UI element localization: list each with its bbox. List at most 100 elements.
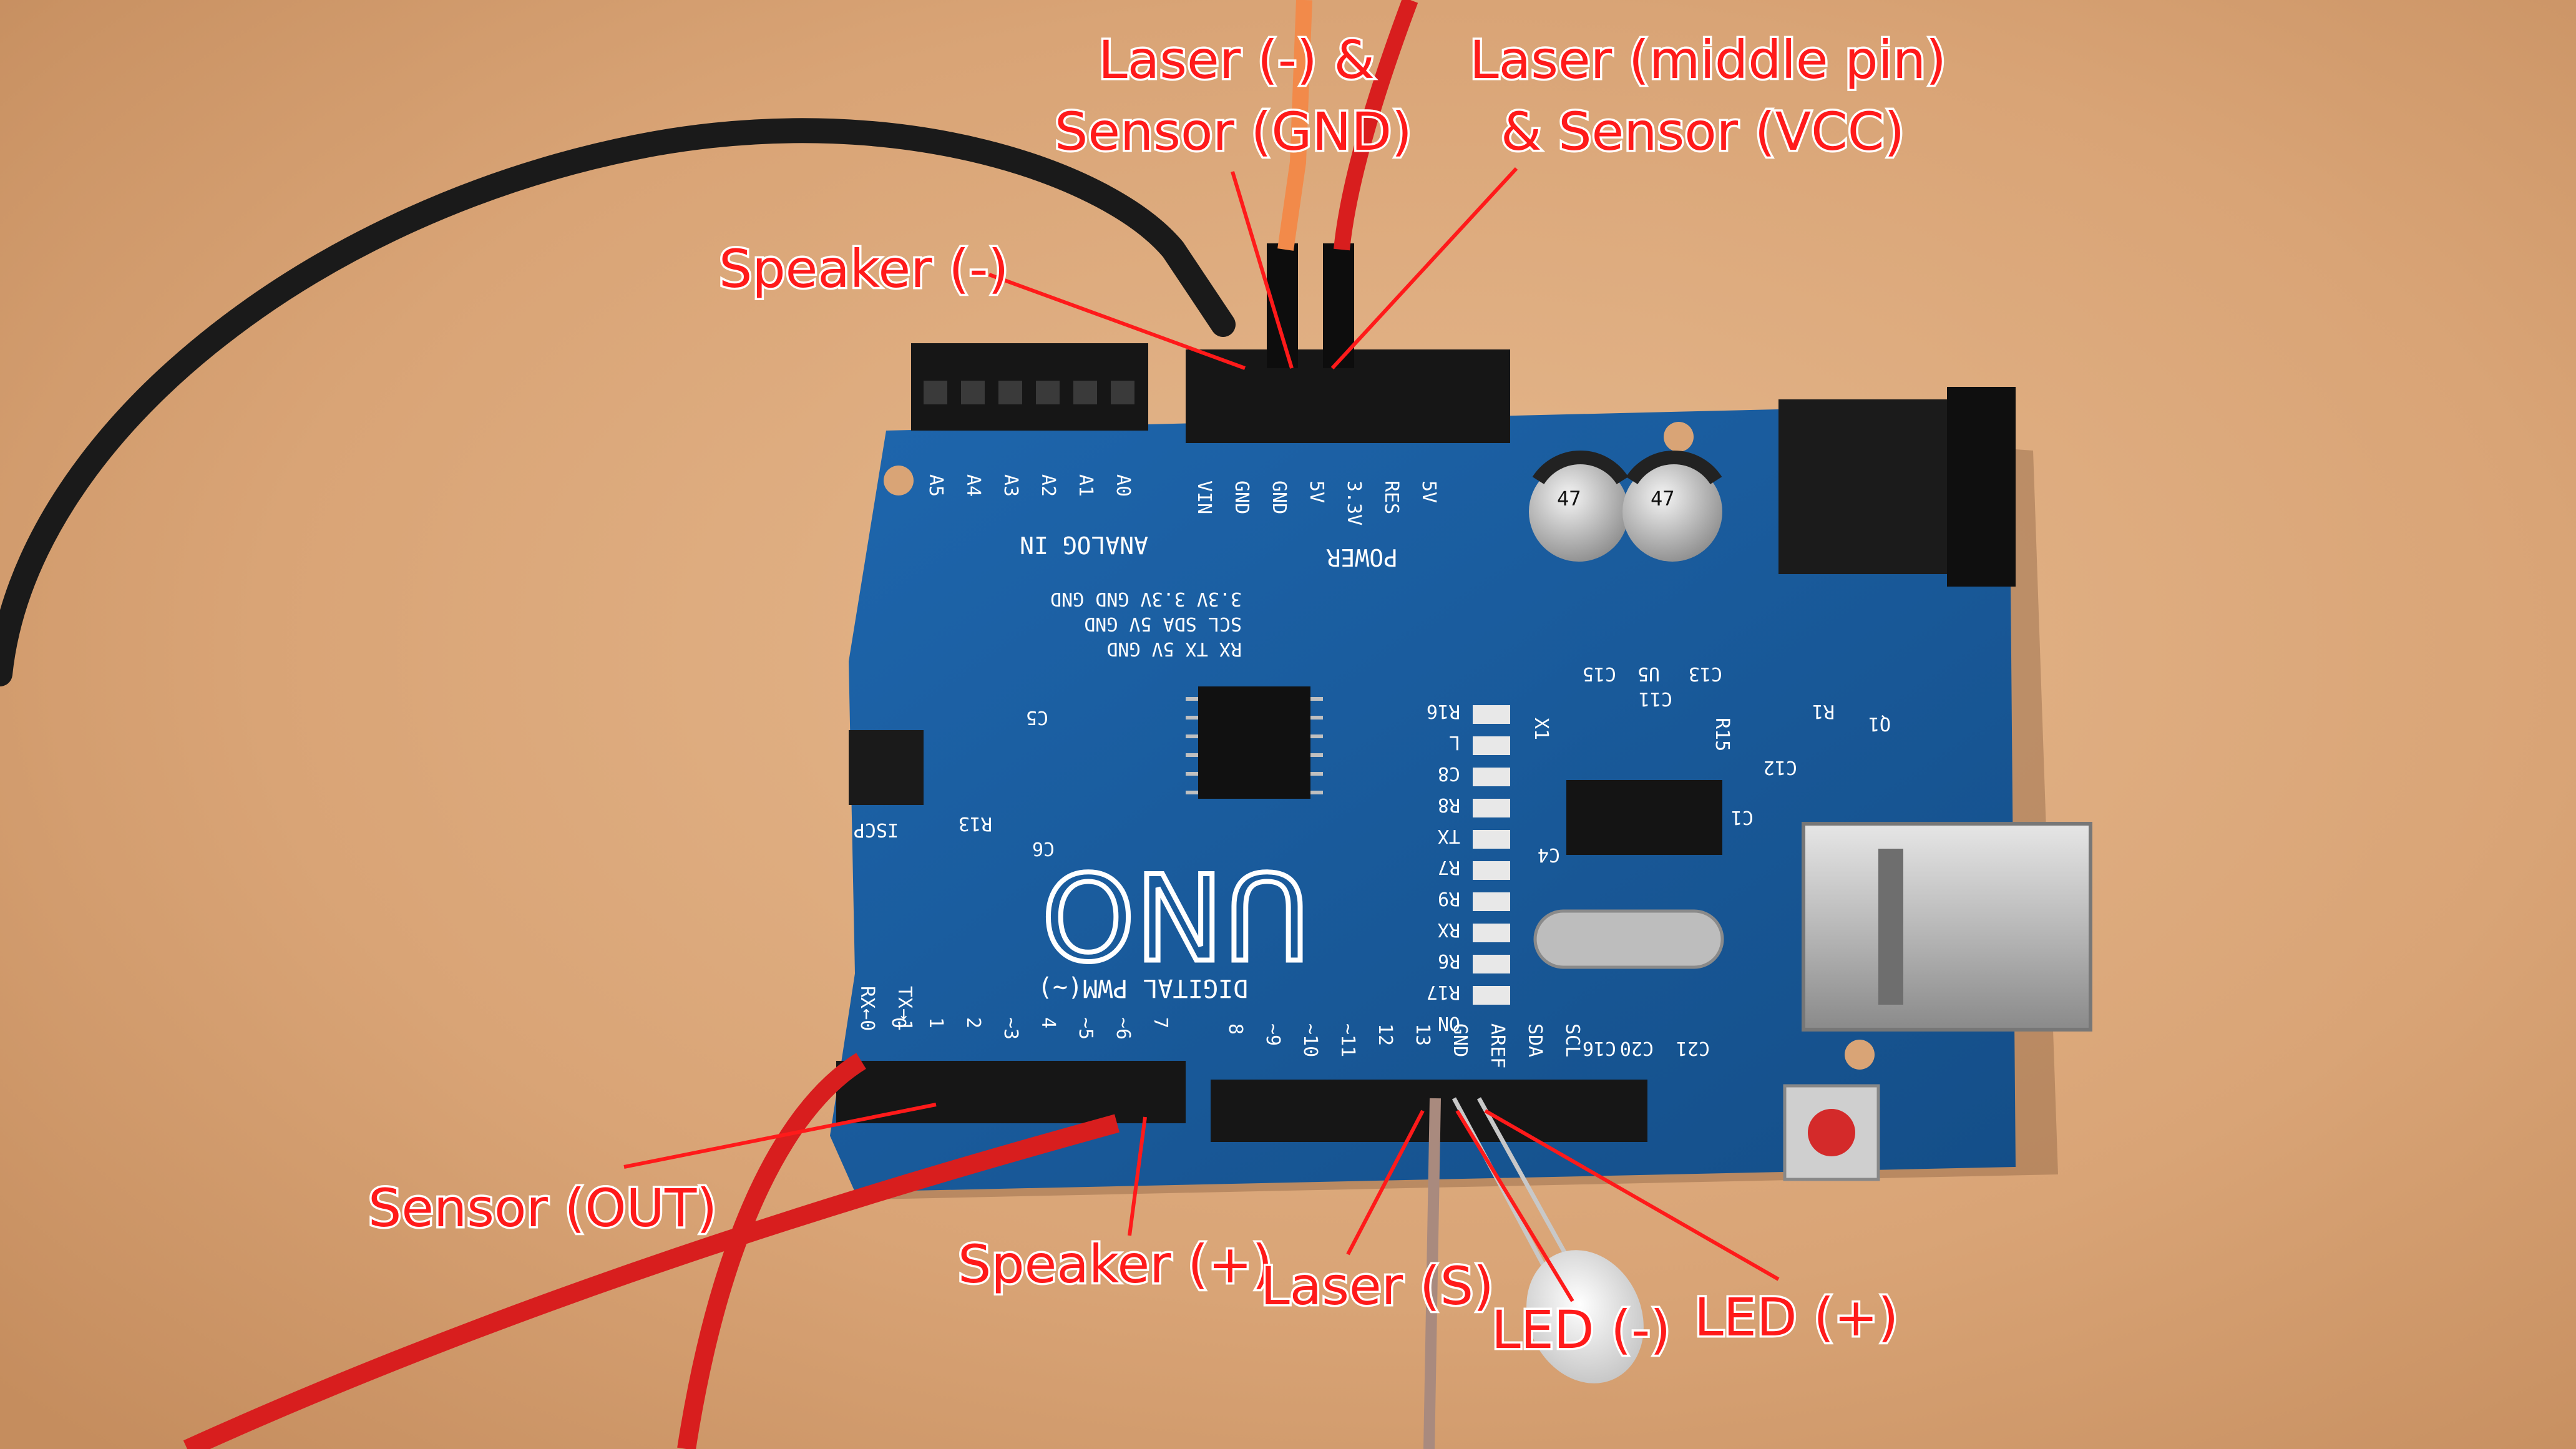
svg-text:A2: A2 <box>1037 474 1059 497</box>
dc-jack-front <box>1947 387 2016 587</box>
svg-text:R1: R1 <box>1812 700 1835 722</box>
svg-text:12: 12 <box>1374 1023 1396 1046</box>
led-side-labels: R16 L C8 R8 TX R7 R9 RX R6 R17 ON <box>1427 700 1460 1034</box>
svg-text:8: 8 <box>1224 1023 1246 1035</box>
callout-laser-middle-sensor-vcc-line1: Laser (middle pin) <box>1470 29 1946 90</box>
board-name-label: UNO <box>1042 846 1310 983</box>
svg-text:A3: A3 <box>1000 474 1022 497</box>
svg-text:L: L <box>1449 731 1460 753</box>
mounting-hole <box>1664 422 1694 452</box>
callout-laser-s: Laser (S) <box>1261 1256 1494 1317</box>
svg-text:~11: ~11 <box>1337 1023 1359 1057</box>
capacitor-marking: 47 <box>1557 487 1581 510</box>
svg-text:SDA: SDA <box>1524 1023 1546 1057</box>
power-header-label: POWER <box>1326 544 1398 571</box>
annotation-leader-lines <box>623 167 1780 1302</box>
digital-pin-labels-low: 0 1 2 ~3 4 ~5 ~6 7 <box>887 1017 1171 1040</box>
svg-text:13: 13 <box>1412 1023 1433 1046</box>
microcontroller-chip <box>1198 686 1310 799</box>
svg-text:GND: GND <box>1449 1023 1471 1057</box>
svg-text:0: 0 <box>887 1017 909 1028</box>
status-leds <box>1473 705 1510 1005</box>
svg-text:~3: ~3 <box>1000 1017 1022 1040</box>
svg-text:~9: ~9 <box>1262 1023 1284 1046</box>
svg-text:1: 1 <box>925 1017 947 1028</box>
orange-wire <box>1277 0 1312 251</box>
bottom-component-labels: C16 C20 C21 <box>1583 1037 1710 1059</box>
power-pin-labels: VIN GND GND 5V 3.3V RES 5V <box>1193 481 1440 525</box>
header-row-label: 3.3V 3.3V GND GND <box>1050 588 1242 610</box>
svg-text:C21: C21 <box>1676 1037 1710 1059</box>
svg-text:A1: A1 <box>1075 474 1096 497</box>
svg-text:U5: U5 <box>1637 663 1660 685</box>
svg-text:R13: R13 <box>959 812 992 834</box>
svg-text:C1: C1 <box>1731 806 1754 828</box>
mounting-hole <box>884 466 914 495</box>
svg-text:R9: R9 <box>1438 887 1460 909</box>
brown-wire-laser-s <box>1423 1098 1441 1449</box>
svg-text:5V: 5V <box>1305 481 1327 503</box>
callout-laser-minus-sensor-gnd-line1: Laser (-) & <box>1098 29 1375 90</box>
svg-text:A4: A4 <box>962 474 984 497</box>
svg-text:~5: ~5 <box>1075 1017 1096 1040</box>
callout-laser-minus-sensor-gnd-line2: Sensor (GND) <box>1055 101 1412 162</box>
callout-led-plus: LED (+) <box>1694 1287 1898 1348</box>
svg-text:AREF: AREF <box>1486 1023 1508 1068</box>
mounting-hole <box>1845 1040 1875 1070</box>
callout-sensor-out: Sensor (OUT) <box>368 1178 717 1239</box>
svg-text:4: 4 <box>1037 1017 1059 1028</box>
svg-text:SCL: SCL <box>1561 1023 1583 1057</box>
svg-text:3.3V: 3.3V <box>1343 481 1365 525</box>
svg-text:C20: C20 <box>1620 1037 1654 1059</box>
svg-text:R16: R16 <box>1427 700 1460 722</box>
svg-text:5V: 5V <box>1418 481 1440 503</box>
callout-led-minus: LED (-) <box>1491 1299 1671 1360</box>
svg-text:A0: A0 <box>1112 474 1134 497</box>
svg-text:GND: GND <box>1231 481 1252 514</box>
svg-text:R7: R7 <box>1438 856 1460 878</box>
svg-text:C12: C12 <box>1764 756 1797 778</box>
black-wire <box>0 118 1236 686</box>
chip-pins <box>1186 697 1323 794</box>
svg-text:2: 2 <box>962 1017 984 1028</box>
callout-laser-middle-sensor-vcc-line2: & Sensor (VCC) <box>1501 101 1905 162</box>
header-row-label: RX TX 5V GND <box>1106 638 1242 660</box>
svg-text:C4: C4 <box>1538 844 1560 866</box>
svg-text:~10: ~10 <box>1299 1023 1321 1057</box>
svg-text:ON: ON <box>1438 1012 1460 1034</box>
analog-pin-labels: A5 A4 A3 A2 A1 A0 <box>925 474 1134 497</box>
svg-text:Q1: Q1 <box>1868 713 1891 734</box>
red-wire-sensor-out <box>677 1053 866 1449</box>
svg-text:C15: C15 <box>1583 663 1616 685</box>
svg-text:GND: GND <box>1268 481 1290 514</box>
small-component-labels: C5 R13 C6 C15 U5 C13 C11 R15 C12 C1 R1 Q… <box>959 663 1891 866</box>
svg-text:C6: C6 <box>1032 837 1055 859</box>
svg-text:C11: C11 <box>1639 688 1672 710</box>
usb-interface-chip <box>1566 780 1722 855</box>
svg-text:A5: A5 <box>925 474 947 497</box>
digital-header-label: DIGITAL PWM(~) <box>1038 973 1248 1002</box>
icsp-label: ISCP <box>854 819 899 841</box>
svg-text:~6: ~6 <box>1112 1017 1134 1040</box>
svg-text:R15: R15 <box>1711 718 1733 751</box>
svg-text:C5: C5 <box>1026 706 1048 728</box>
red-wire-speaker-plus <box>183 1114 1120 1449</box>
svg-text:R8: R8 <box>1438 794 1460 816</box>
svg-text:RX: RX <box>1438 919 1460 940</box>
callout-speaker-plus: Speaker (+) <box>958 1234 1272 1295</box>
serial-label: RX←0 <box>856 986 878 1031</box>
capacitor-right <box>1622 450 1722 562</box>
svg-text:VIN: VIN <box>1193 481 1215 514</box>
usb-b-connector <box>1802 822 2092 1032</box>
crystal-oscillator <box>1533 909 1724 969</box>
analog-header-holes <box>924 381 1134 404</box>
callout-speaker-minus: Speaker (-) <box>719 238 1008 300</box>
arduino-board <box>830 406 2016 1192</box>
svg-text:RES: RES <box>1380 481 1402 514</box>
svg-text:C8: C8 <box>1438 763 1460 784</box>
svg-text:R17: R17 <box>1427 981 1460 1003</box>
icsp-header <box>849 730 924 805</box>
capacitor-left <box>1529 450 1629 562</box>
analog-header-label: ANALOG IN <box>1020 531 1148 559</box>
